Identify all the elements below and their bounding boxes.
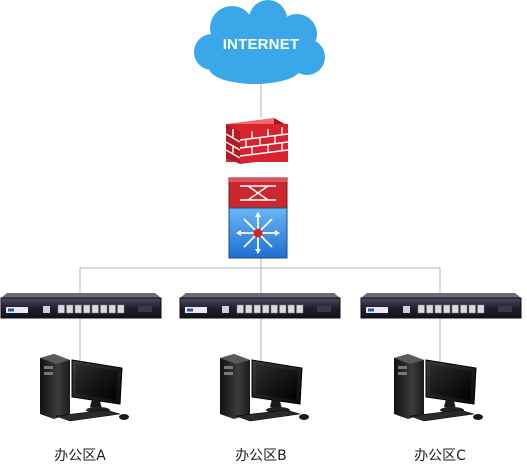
cloud-icon: [194, 0, 325, 84]
firewall-icon: [225, 118, 289, 164]
computer-icon-c: [394, 354, 483, 422]
office-label-c: 办公区C: [414, 448, 466, 464]
computer-icon-b: [220, 354, 309, 422]
computer-icon-a: [40, 354, 129, 422]
office-label-a: 办公区A: [54, 448, 106, 464]
router-icon-a: [0, 293, 162, 319]
core-switch-icon: [228, 177, 288, 259]
connection-lines: [79, 82, 441, 362]
router-icon-b: [179, 293, 341, 319]
office-label-b: 办公区B: [235, 448, 287, 464]
router-icon-c: [360, 293, 522, 319]
internet-label: INTERNET: [222, 36, 300, 53]
